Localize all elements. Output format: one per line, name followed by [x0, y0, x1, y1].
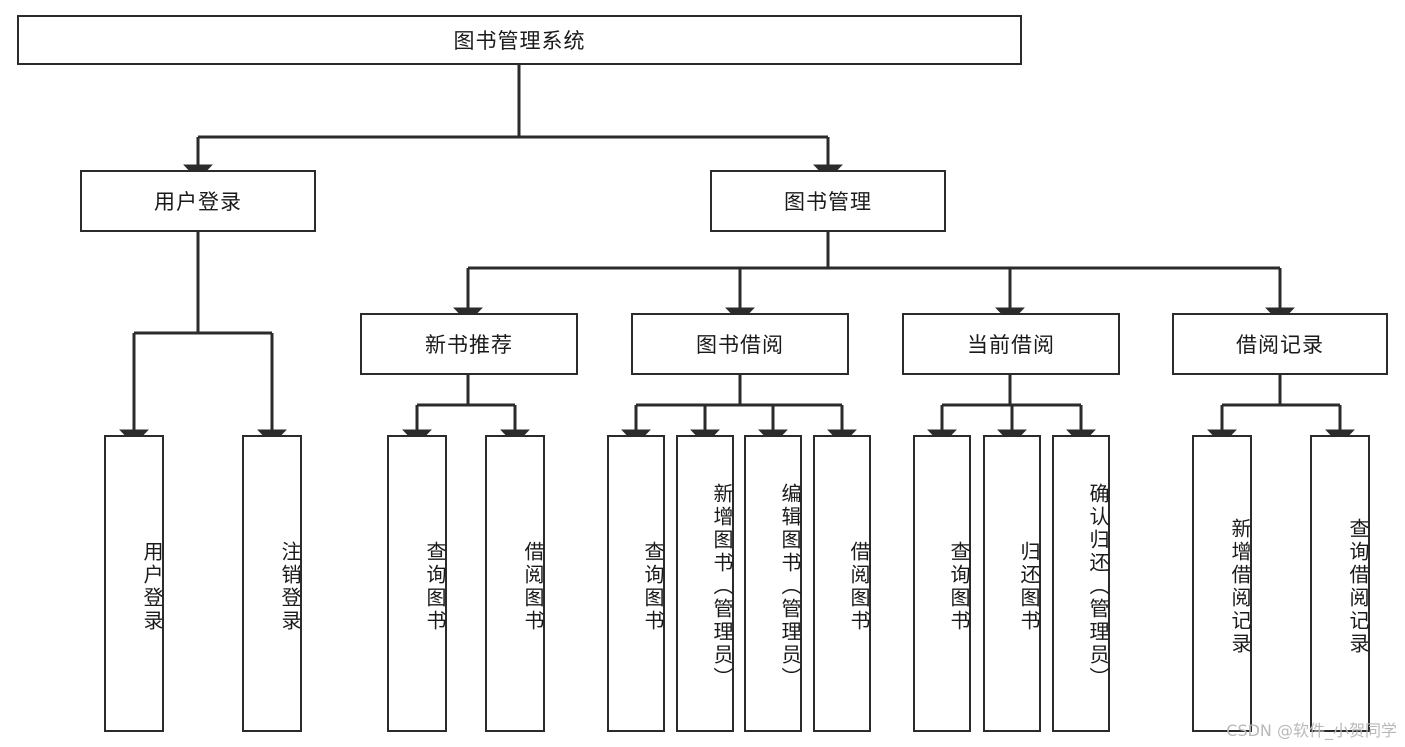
- node-user-login[interactable]: 用户登录: [80, 170, 316, 232]
- node-label-borrow-record: 借阅记录: [1236, 333, 1324, 357]
- node-leaf-query-book-2[interactable]: 查询图书: [607, 435, 665, 732]
- node-leaf-query-record[interactable]: 查询借阅记录: [1310, 435, 1370, 732]
- node-label-leaf-query-book-2: 查询图书: [641, 540, 665, 633]
- node-label-new-book-recommend: 新书推荐: [425, 333, 513, 357]
- node-label-leaf-add-book: 新增图书（管理员）: [710, 483, 734, 690]
- node-leaf-borrow-book-2[interactable]: 借阅图书: [813, 435, 871, 732]
- node-current-borrow[interactable]: 当前借阅: [902, 313, 1120, 375]
- node-root[interactable]: 图书管理系统: [17, 15, 1022, 65]
- node-leaf-logout[interactable]: 注销登录: [242, 435, 302, 732]
- node-label-book-borrow: 图书借阅: [696, 333, 784, 357]
- node-label-leaf-return-book: 归还图书: [1017, 540, 1041, 633]
- node-book-borrow[interactable]: 图书借阅: [631, 313, 849, 375]
- node-label-leaf-borrow-book-1: 借阅图书: [521, 540, 545, 633]
- node-label-leaf-edit-book: 编辑图书（管理员）: [778, 483, 802, 690]
- node-label-leaf-add-record: 新增借阅记录: [1228, 517, 1252, 656]
- node-leaf-confirm-return[interactable]: 确认归还（管理员）: [1052, 435, 1110, 732]
- node-label-leaf-query-book-1: 查询图书: [423, 540, 447, 633]
- node-leaf-edit-book[interactable]: 编辑图书（管理员）: [744, 435, 802, 732]
- node-leaf-borrow-book-1[interactable]: 借阅图书: [485, 435, 545, 732]
- node-book-manage[interactable]: 图书管理: [710, 170, 946, 232]
- node-label-leaf-query-book-3: 查询图书: [947, 540, 971, 633]
- node-label-leaf-borrow-book-2: 借阅图书: [847, 540, 871, 633]
- node-label-leaf-user-login: 用户登录: [140, 540, 164, 633]
- node-leaf-add-book[interactable]: 新增图书（管理员）: [676, 435, 734, 732]
- node-label-leaf-logout: 注销登录: [278, 540, 302, 633]
- node-label-leaf-query-record: 查询借阅记录: [1346, 517, 1370, 656]
- node-label-user-login: 用户登录: [154, 190, 242, 214]
- node-borrow-record[interactable]: 借阅记录: [1172, 313, 1388, 375]
- node-new-book-recommend[interactable]: 新书推荐: [360, 313, 578, 375]
- node-leaf-user-login[interactable]: 用户登录: [104, 435, 164, 732]
- node-label-leaf-confirm-return: 确认归还（管理员）: [1086, 483, 1110, 690]
- node-leaf-query-book-3[interactable]: 查询图书: [913, 435, 971, 732]
- node-label-book-manage: 图书管理: [784, 190, 872, 214]
- node-leaf-query-book-1[interactable]: 查询图书: [387, 435, 447, 732]
- node-label-root: 图书管理系统: [453, 29, 586, 53]
- node-label-current-borrow: 当前借阅: [967, 333, 1055, 357]
- node-leaf-return-book[interactable]: 归还图书: [983, 435, 1041, 732]
- node-leaf-add-record[interactable]: 新增借阅记录: [1192, 435, 1252, 732]
- edge-group: [119, 65, 1355, 445]
